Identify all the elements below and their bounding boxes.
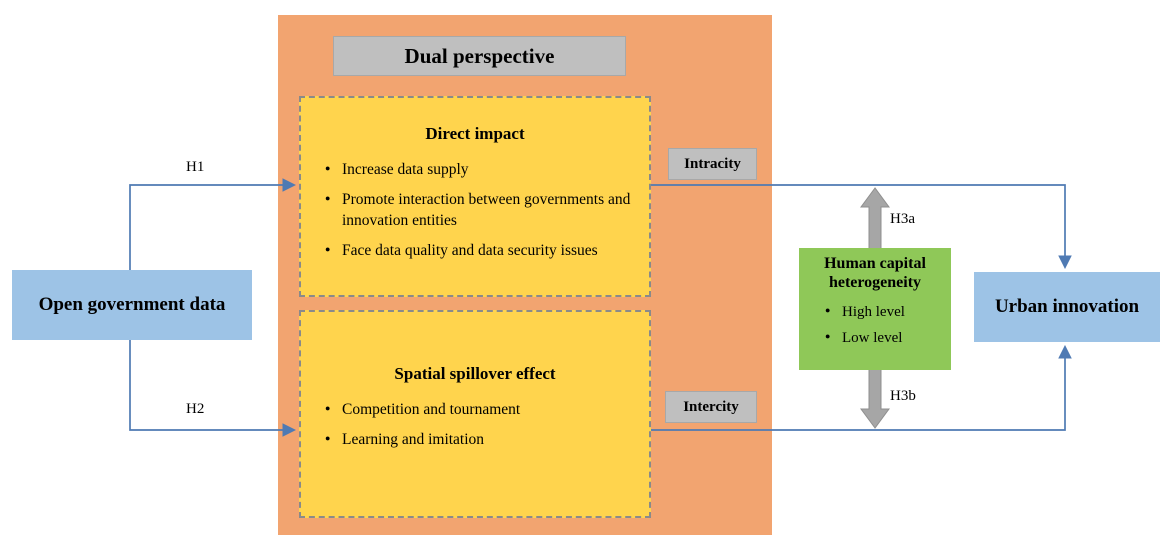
spatial-spillover-box: Spatial spillover effect Competition and… — [299, 310, 651, 518]
intracity-label: Intracity — [668, 148, 757, 180]
bullet-item: Increase data supply — [325, 160, 637, 181]
h3b-down-arrow — [860, 367, 890, 429]
direct-impact-box: Direct impact Increase data supply Promo… — [299, 96, 651, 297]
spatial-spillover-bullets: Competition and tournament Learning and … — [301, 400, 649, 451]
bullet-item: Promote interaction between governments … — [325, 190, 637, 232]
bullet-item: Learning and imitation — [325, 430, 637, 451]
h2-label: H2 — [186, 401, 205, 417]
human-capital-bullets: High level Low level — [805, 302, 945, 349]
spatial-spillover-title: Spatial spillover effect — [394, 364, 556, 383]
bullet-item: High level — [825, 302, 945, 322]
h1-label: H1 — [186, 159, 205, 175]
open-government-data-node: Open government data — [12, 270, 252, 340]
human-capital-box: Human capital heterogeneity High level L… — [799, 248, 951, 370]
dual-perspective-title: Dual perspective — [333, 36, 626, 76]
h3b-label: H3b — [890, 388, 916, 404]
direct-impact-title: Direct impact — [425, 124, 525, 143]
urban-innovation-node: Urban innovation — [974, 272, 1160, 342]
human-capital-title: Human capital heterogeneity — [824, 255, 926, 291]
bullet-item: Low level — [825, 328, 945, 348]
edge-h1 — [129, 178, 297, 270]
direct-impact-bullets: Increase data supply Promote interaction… — [301, 160, 649, 262]
edge-h2 — [129, 340, 297, 437]
bullet-item: Face data quality and data security issu… — [325, 241, 637, 262]
bullet-item: Competition and tournament — [325, 400, 637, 421]
h3a-label: H3a — [890, 211, 915, 227]
h3a-up-arrow — [860, 187, 890, 251]
intercity-label: Intercity — [665, 391, 757, 423]
